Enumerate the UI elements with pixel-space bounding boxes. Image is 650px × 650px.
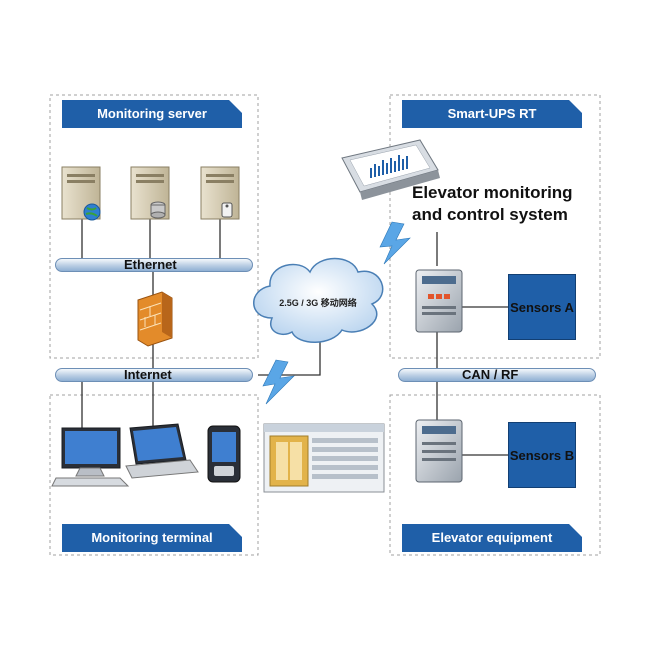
monitoring-server-banner: Monitoring server: [62, 100, 243, 128]
internet-label: Internet: [124, 367, 172, 382]
firewall-icon: [137, 291, 173, 347]
ethernet-bus: [55, 258, 253, 272]
server-1-icon: [61, 166, 101, 221]
server-3-icon: [200, 166, 240, 220]
wireless-link-upper-icon: [379, 221, 411, 265]
monitoring-terminal-panel: [49, 394, 259, 556]
mobile-network-cloud-icon: [253, 257, 384, 343]
internet-bus: [55, 368, 253, 382]
smart-ups-banner: Smart-UPS RT: [402, 100, 583, 128]
elevator-equipment-panel: [389, 394, 601, 556]
elevator-controller-icon: [415, 419, 463, 483]
mobile-phone-icon: [207, 425, 241, 483]
smart-ups-device-icon: [341, 139, 440, 200]
system-title-line-2: and control system: [412, 205, 568, 224]
sensors-a-box: Sensors A: [508, 274, 576, 340]
monitoring-software-screen-icon: [263, 423, 385, 493]
can-rf-label: CAN / RF: [462, 367, 519, 382]
sensors-b-box: Sensors B: [508, 422, 576, 488]
wireless-link-lower-icon: [262, 359, 295, 405]
can-rf-bus: [398, 368, 596, 382]
cloud-network-label: 2.5G / 3G 移动网络: [279, 298, 357, 308]
elevator-gateway-icon: [415, 269, 463, 333]
monitoring-server-panel: [49, 94, 259, 359]
desktop-pc-icon: [51, 427, 130, 487]
elevator-equipment-banner: Elevator equipment: [402, 524, 583, 552]
monitoring-terminal-banner: Monitoring terminal: [62, 524, 243, 552]
laptop-icon: [125, 423, 199, 479]
ethernet-label: Ethernet: [124, 257, 177, 272]
server-2-icon: [130, 166, 170, 220]
system-title-line-1: Elevator monitoring: [412, 183, 573, 202]
smart-ups-panel: [389, 94, 601, 359]
